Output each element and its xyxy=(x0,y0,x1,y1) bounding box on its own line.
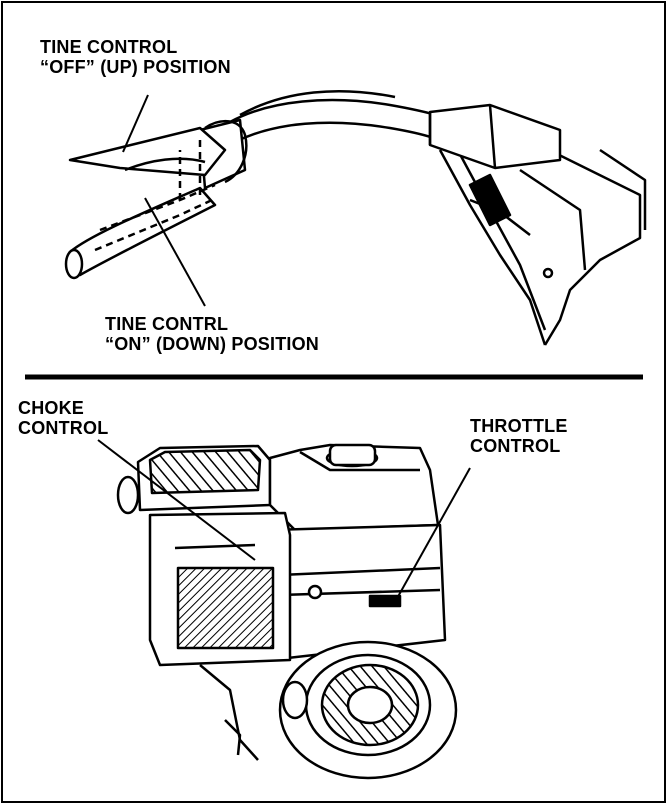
engine-illustration xyxy=(97,439,471,780)
choke-line1: CHOKE xyxy=(18,398,85,418)
choke-leader xyxy=(97,439,256,561)
choke-line2: CONTROL xyxy=(18,418,109,438)
tine-on-line1: TINE CONTRL xyxy=(105,314,229,334)
throttle-line2: CONTROL xyxy=(470,436,561,456)
tine-off-line1: TINE CONTROL xyxy=(40,37,178,57)
throttle-leader xyxy=(394,467,471,603)
tine-control-off-label: TINE CONTROL “OFF” (UP) POSITION xyxy=(40,37,231,77)
throttle-control-label: THROTTLE CONTROL xyxy=(470,416,568,456)
tine-off-leader xyxy=(122,94,149,153)
tine-control-on-label: TINE CONTRL “ON” (DOWN) POSITION xyxy=(105,314,319,354)
tine-off-line2: “OFF” (UP) POSITION xyxy=(40,57,231,77)
tine-on-line2: “ON” (DOWN) POSITION xyxy=(105,334,319,354)
tine-on-leader xyxy=(144,197,206,307)
handlebar-illustration xyxy=(64,90,647,346)
choke-control-label: CHOKE CONTROL xyxy=(18,398,108,438)
throttle-line1: THROTTLE xyxy=(470,416,568,436)
